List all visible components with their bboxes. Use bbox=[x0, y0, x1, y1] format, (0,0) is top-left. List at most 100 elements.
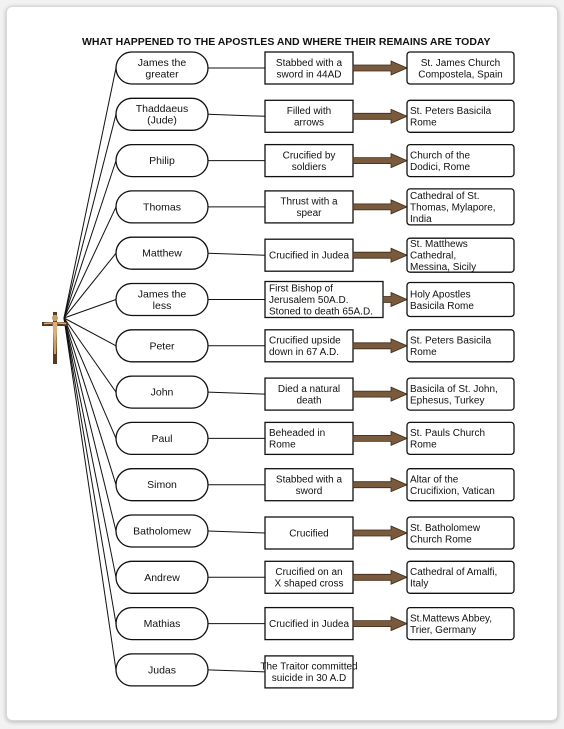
remains-location-text-line: St.Mattews Abbey, bbox=[410, 613, 492, 624]
fan-line bbox=[63, 317, 117, 670]
apostle-name-line: greater bbox=[145, 68, 179, 80]
connector-line bbox=[207, 113, 266, 117]
fate-text-line: death bbox=[296, 395, 321, 406]
apostle-name-line: James the bbox=[138, 57, 187, 69]
fate-text-line: Crucified upside bbox=[269, 336, 341, 347]
fate-text-line: sword in 44AD bbox=[276, 69, 341, 80]
apostle-node: Simon bbox=[115, 468, 209, 502]
fate-text-line: arrows bbox=[294, 118, 324, 129]
remains-location-text-line: Rome bbox=[410, 118, 437, 129]
remains-location-text-line: Italy bbox=[410, 579, 428, 590]
remains-location-text-line: St. Pauls Church bbox=[410, 428, 485, 439]
brown-arrow-icon bbox=[352, 525, 408, 541]
apostle-node: Batholomew bbox=[115, 514, 209, 548]
remains-location-text-line: Cathedral of St. bbox=[410, 191, 479, 202]
fate-text-line: Stoned to death 65A.D. bbox=[269, 307, 373, 318]
fan-connectors bbox=[63, 67, 117, 670]
apostle-name-line: less bbox=[153, 300, 172, 312]
fan-line bbox=[63, 206, 117, 319]
fate-text-line: Rome bbox=[269, 440, 296, 451]
remains-location-text-line: Church Rome bbox=[410, 534, 472, 545]
remains-location-text-line: St. Peters Basicila bbox=[410, 106, 492, 117]
remains-location-text-line: St. Matthews bbox=[410, 239, 468, 250]
apostle-node: Matthew bbox=[115, 236, 209, 270]
brown-arrow-icon bbox=[352, 108, 408, 124]
apostle-node: Paul bbox=[115, 421, 209, 456]
brown-arrow-icon bbox=[352, 199, 408, 215]
fan-line bbox=[63, 252, 117, 319]
remains-location-text-line: Ephesus, Turkey bbox=[410, 395, 484, 406]
apostle-name-line: Philip bbox=[149, 155, 175, 167]
remains-location-text-line: Thomas, Mylapore, bbox=[410, 202, 496, 213]
remains-location-text-line: Basicila of St. John, bbox=[410, 384, 498, 395]
fate-text-line: Crucified by bbox=[283, 150, 336, 161]
fate-text-line: The Traitor committed bbox=[260, 662, 357, 673]
brown-arrow-icon bbox=[352, 60, 408, 76]
remains-location-text-line: Crucifixion, Vatican bbox=[410, 486, 495, 497]
remains-location-text-line: Messina, Sicily bbox=[410, 262, 476, 273]
connector-line bbox=[207, 530, 266, 534]
brown-arrow-icon bbox=[352, 247, 408, 263]
brown-arrow-icon bbox=[352, 615, 408, 632]
apostle-name-line: Batholomew bbox=[133, 526, 191, 538]
apostle-name-line: Mathias bbox=[144, 618, 181, 630]
fate-text-line: Stabbed with a bbox=[276, 58, 343, 69]
brown-arrow-icon bbox=[352, 569, 408, 585]
fan-line bbox=[63, 317, 117, 624]
fan-line bbox=[63, 160, 117, 319]
fate-text-line: Thrust with a bbox=[280, 197, 338, 208]
fan-line bbox=[63, 317, 117, 578]
apostle-name-line: Thaddaeus bbox=[136, 103, 189, 115]
fan-line bbox=[63, 317, 117, 393]
crucifix-icon bbox=[42, 312, 68, 364]
remains-location-text-line: Rome bbox=[410, 440, 437, 451]
remains-location-box: St.Mattews Abbey,Trier, Germany bbox=[406, 606, 515, 641]
apostle-name-line: Thomas bbox=[143, 201, 181, 213]
remains-location-text-line: Cathedral of Amalfi, bbox=[410, 567, 497, 578]
fan-line bbox=[63, 317, 117, 347]
remains-location-text-line: Cathedral, bbox=[410, 251, 456, 262]
brown-arrow-icon bbox=[352, 477, 408, 493]
remains-location-text-line: Church of the bbox=[410, 150, 470, 161]
fate-text-line: sword bbox=[296, 486, 323, 497]
apostle-node: Mathias bbox=[115, 606, 209, 641]
apostle-row: Mathias Crucified in Judea St.Mattews Abbe… bbox=[115, 606, 515, 641]
fate-text-line: Crucified in Judea bbox=[269, 619, 349, 630]
remains-location-text-line: Holy Apostles bbox=[410, 289, 471, 300]
brown-arrow-icon bbox=[352, 338, 408, 354]
fate-box: Crucified on anX shaped cross bbox=[264, 560, 354, 594]
fate-text-line: Stabbed with a bbox=[276, 474, 343, 485]
fate-text-line: Beheaded in bbox=[269, 428, 325, 439]
brown-arrow-icon bbox=[382, 291, 408, 308]
fate-text-line: Filled with bbox=[287, 106, 331, 117]
remains-location-box: Cathedral of St.Thomas, Mylapore,India bbox=[406, 188, 515, 226]
fate-text-line: Jerusalem 50A.D. bbox=[269, 295, 348, 306]
fan-line bbox=[63, 67, 117, 319]
apostle-node: John bbox=[115, 375, 209, 409]
